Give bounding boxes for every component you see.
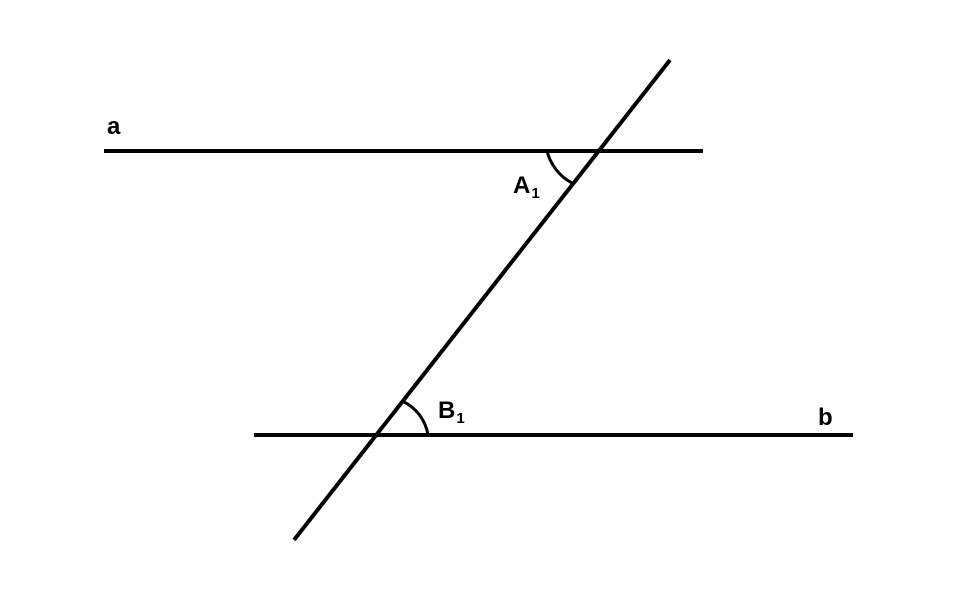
angle-b1-label: B1 bbox=[438, 397, 465, 427]
angle-a1-label: A1 bbox=[513, 172, 540, 202]
angle-b1-subscript: 1 bbox=[456, 410, 464, 427]
angle-a1-subscript: 1 bbox=[531, 185, 539, 202]
line-a-label: a bbox=[107, 113, 121, 140]
angle-a1-letter: A bbox=[513, 172, 530, 199]
angle-b1-letter: B bbox=[438, 397, 455, 424]
transversal-line bbox=[292, 58, 672, 542]
angle-arc-b1 bbox=[401, 399, 430, 436]
line-b-label: b bbox=[818, 404, 833, 431]
angle-arc-a1 bbox=[545, 150, 573, 185]
